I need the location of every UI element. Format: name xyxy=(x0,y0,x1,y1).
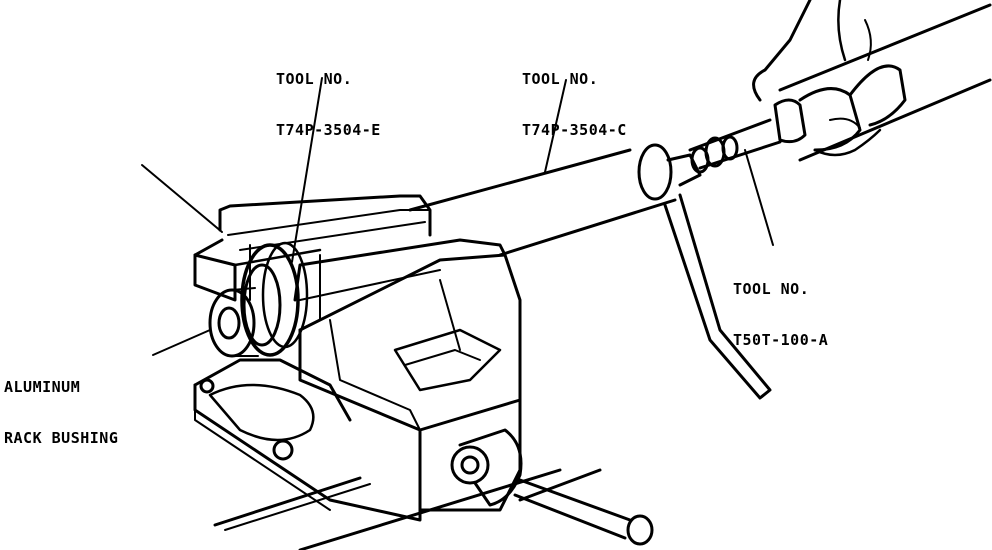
callout-line: TOOL NO. xyxy=(276,70,353,88)
vise-rear-jaw xyxy=(193,194,432,302)
vise-front-jaw xyxy=(293,238,507,321)
callout-part-number: T50T-100-A xyxy=(733,331,829,349)
aluminum-rack-bushing xyxy=(208,287,259,358)
callout-part-number: T74P-3504-E xyxy=(276,121,381,139)
callout-tool-t50t-100-a: TOOL NO. T50T-100-A xyxy=(733,247,828,366)
tool-t50t-100-a-rod xyxy=(688,118,782,174)
tool-t74p-3504-c-tube xyxy=(408,143,772,400)
callout-tool-t74p-3504-c: TOOL NO. T74P-3504-C xyxy=(522,37,627,156)
callout-tool-t74p-3504-e: TOOL NO. T74P-3504-E xyxy=(276,37,381,156)
callout-part-number: T74P-3504-C xyxy=(522,121,627,139)
vise-body xyxy=(298,253,522,512)
callout-line: RACK BUSHING xyxy=(4,429,119,447)
vise-screw-handle xyxy=(450,428,654,546)
callout-aluminum-rack-bushing: ALUMINUM RACK BUSHING xyxy=(4,345,118,464)
tool-t74p-3504-e-plate xyxy=(240,241,309,357)
callout-line: ALUMINUM xyxy=(4,378,81,396)
callout-line: TOOL NO. xyxy=(522,70,599,88)
callout-line: TOOL NO. xyxy=(733,280,810,298)
leader-lines xyxy=(141,77,774,356)
hand-and-handle xyxy=(752,0,992,162)
bench-lines xyxy=(213,468,602,550)
